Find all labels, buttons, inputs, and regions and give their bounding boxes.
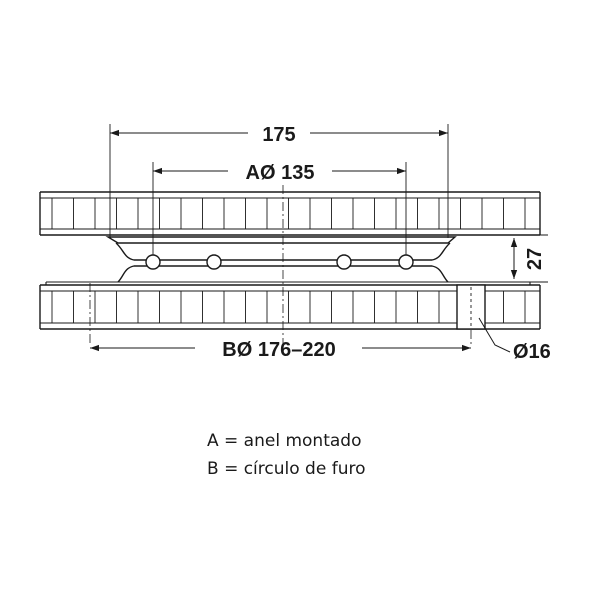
legend: A = anel montado B = círculo de furo bbox=[207, 427, 365, 483]
top-board bbox=[39, 191, 541, 236]
dimension-hole-circle: BØ 176–220 bbox=[90, 339, 471, 361]
hole-diameter-label: Ø16 bbox=[513, 341, 551, 363]
extension-lines bbox=[109, 124, 548, 283]
legend-line-a: A = anel montado bbox=[207, 431, 362, 451]
dimension-mounted-ring: AØ 135 bbox=[153, 162, 406, 184]
bearing-ball bbox=[398, 254, 414, 270]
mounted-ring-label: AØ 135 bbox=[246, 162, 315, 184]
bottom-board bbox=[39, 284, 541, 330]
swivel-plate bbox=[45, 236, 531, 285]
dimension-height: 27 bbox=[510, 238, 546, 279]
bearing-ball bbox=[145, 254, 161, 270]
center-lines bbox=[89, 185, 472, 348]
hole-circle-label: BØ 176–220 bbox=[222, 339, 335, 361]
bearing-ball bbox=[206, 254, 222, 270]
dimension-hole-diameter: Ø16 bbox=[478, 317, 551, 363]
height-label: 27 bbox=[524, 248, 546, 270]
overall-width-label: 175 bbox=[262, 124, 295, 146]
dimension-overall-width: 175 bbox=[110, 124, 448, 146]
bearing-ball bbox=[336, 254, 352, 270]
legend-line-b: B = círculo de furo bbox=[207, 459, 366, 479]
